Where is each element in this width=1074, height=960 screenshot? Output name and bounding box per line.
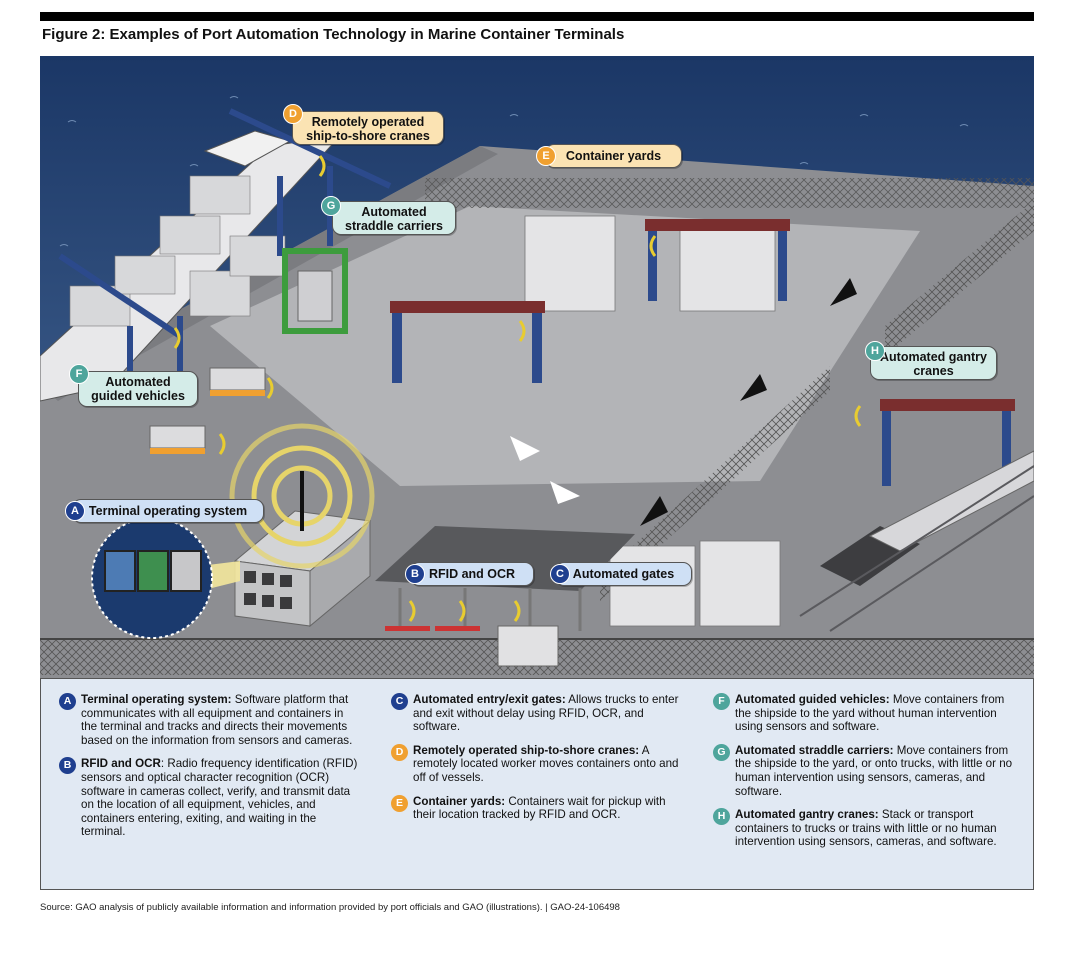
legend-term-c: Automated entry/exit gates: <box>413 693 566 706</box>
callout-automated-gates-label: Automated gates <box>572 567 675 581</box>
callout-rfid-ocr: B RFID and OCR <box>405 562 534 586</box>
callout-straddle-carriers: G Automated straddle carriers <box>321 196 456 235</box>
legend-text-b: : Radio frequency identification (RFID) … <box>81 757 358 839</box>
guided-vehicle-2 <box>149 425 206 454</box>
legend-panel: A Terminal operating system: Software pl… <box>40 678 1034 890</box>
legend-badge-d: D <box>391 743 408 761</box>
sensor-waves <box>173 155 862 622</box>
legend-term-b: RFID and OCR <box>81 757 161 771</box>
legend-item-b: B RFID and OCR: Radio frequency identifi… <box>59 757 359 839</box>
callout-terminal-operating-system: A Terminal operating system <box>65 499 264 523</box>
straddle-carrier <box>282 248 348 334</box>
callout-straddle-carriers-label: Automated straddle carriers <box>345 205 443 233</box>
callout-container-yards-label: Container yards <box>565 149 662 163</box>
badge-h: H <box>865 341 885 361</box>
control-monitors <box>104 550 202 592</box>
port-illustration: D Remotely operated ship-to-shore cranes… <box>40 56 1034 678</box>
train <box>820 450 1034 586</box>
callout-gantry-cranes: H Automated gantry cranes <box>865 341 997 380</box>
legend-term-e: Container yards: <box>413 794 506 808</box>
container-ship <box>40 130 342 402</box>
rail-tracks <box>799 465 1034 632</box>
legend-text-g: Move containers from the shipside to the… <box>735 743 1013 798</box>
legend-item-g: G Automated straddle carriers: Move cont… <box>713 743 1013 798</box>
callout-automated-gates: C Automated gates <box>550 562 692 586</box>
legend-column-2: C Automated entry/exit gates: Allows tru… <box>391 693 681 832</box>
truck-at-gate <box>497 625 559 667</box>
container-stacks <box>524 215 781 627</box>
badge-b: B <box>405 564 425 584</box>
legend-badge-f: F <box>713 693 730 710</box>
road-fence <box>600 366 830 601</box>
callout-terminal-operating-system-label: Terminal operating system <box>88 504 248 518</box>
figure-title: Figure 2: Examples of Port Automation Te… <box>42 26 625 43</box>
badge-c: C <box>550 564 570 584</box>
badge-e: E <box>536 146 556 166</box>
legend-badge-a: A <box>59 693 76 710</box>
callout-guided-vehicles: F Automated guided vehicles <box>69 364 198 407</box>
yard-gantry-1 <box>390 301 545 383</box>
badge-f: F <box>69 364 89 384</box>
legend-item-f: F Automated guided vehicles: Move contai… <box>713 693 1013 734</box>
port-scene <box>40 56 1034 678</box>
badge-a: A <box>65 501 85 521</box>
legend-badge-b: B <box>59 757 76 775</box>
legend-text-d: A remotely located worker moves containe… <box>413 743 679 784</box>
callout-container-yards: E Container yards <box>536 144 682 168</box>
legend-item-a: A Terminal operating system: Software pl… <box>59 693 359 747</box>
legend-badge-g: G <box>713 743 730 761</box>
callout-remote-cranes: D Remotely operated ship-to-shore cranes <box>283 104 444 145</box>
legend-badge-e: E <box>391 794 408 812</box>
title-rule <box>40 12 1034 21</box>
legend-item-h: H Automated gantry cranes: Stack or tran… <box>713 808 1013 849</box>
callout-remote-cranes-label: Remotely operated ship-to-shore cranes <box>306 115 430 143</box>
legend-item-d: D Remotely operated ship-to-shore cranes… <box>391 743 681 785</box>
legend-text-c: Allows trucks to enter and exit without … <box>413 693 679 734</box>
legend-column-3: F Automated guided vehicles: Move contai… <box>713 693 1013 859</box>
legend-column-1: A Terminal operating system: Software pl… <box>59 693 359 849</box>
guided-vehicle-1 <box>209 367 266 396</box>
badge-d: D <box>283 104 303 124</box>
legend-text-a: Software platform that communicates with… <box>81 693 353 747</box>
callout-gantry-cranes-label: Automated gantry cranes <box>880 350 987 378</box>
legend-term-g: Automated straddle carriers: <box>735 743 894 757</box>
legend-term-f: Automated guided vehicles: <box>735 693 890 706</box>
rail-gantry <box>880 399 1015 486</box>
right-fence <box>885 201 1034 356</box>
source-note: Source: GAO analysis of publicly availab… <box>40 902 620 913</box>
legend-text-e: Containers wait for pickup with their lo… <box>413 794 666 822</box>
legend-text-h: Stack or transport containers to trucks … <box>735 808 997 849</box>
callout-guided-vehicles-label: Automated guided vehicles <box>91 375 185 403</box>
legend-text-f: Move containers from the shipside to the… <box>735 693 1005 734</box>
legend-term-a: Terminal operating system: <box>81 693 232 706</box>
badge-g: G <box>321 196 341 216</box>
callout-rfid-ocr-label: RFID and OCR <box>428 567 516 581</box>
back-fence <box>425 178 1034 208</box>
yard-gantry-2 <box>645 219 790 301</box>
legend-item-c: C Automated entry/exit gates: Allows tru… <box>391 693 681 734</box>
legend-badge-c: C <box>391 693 408 710</box>
traffic-arrows <box>640 278 857 526</box>
exit-arrows <box>510 436 580 504</box>
legend-badge-h: H <box>713 808 730 826</box>
legend-item-e: E Container yards: Containers wait for p… <box>391 794 681 822</box>
legend-term-d: Remotely operated ship-to-shore cranes: <box>413 743 640 757</box>
legend-term-h: Automated gantry cranes: <box>735 808 879 822</box>
